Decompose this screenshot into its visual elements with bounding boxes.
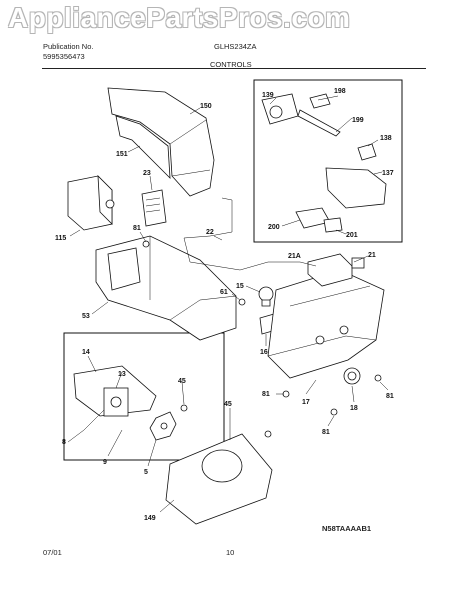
- damper-link-part: [297, 93, 341, 137]
- label-9: 9: [103, 459, 107, 466]
- label-45-b: 45: [224, 401, 232, 408]
- inset-box-bottom: [63, 332, 225, 461]
- fan-blade-part: [149, 411, 177, 441]
- fan-motor-part: [103, 387, 129, 417]
- label-61: 61: [220, 289, 228, 296]
- label-137: 137: [382, 170, 394, 177]
- fan-shroud-part: [165, 433, 273, 525]
- damper-door-part: [325, 167, 387, 209]
- label-21a: 21A: [288, 253, 301, 260]
- label-199: 199: [352, 117, 364, 124]
- label-16: 16: [260, 349, 268, 356]
- label-200: 200: [268, 224, 280, 231]
- label-17: 17: [302, 399, 310, 406]
- label-21: 21: [368, 252, 376, 259]
- label-139: 139: [262, 92, 274, 99]
- section-title: CONTROLS: [210, 60, 252, 69]
- label-201: 201: [346, 232, 358, 239]
- wire-harness-part: [183, 197, 300, 271]
- header-rule: [42, 68, 426, 69]
- label-81-c: 81: [322, 429, 330, 436]
- footer-date: 07/01: [43, 548, 62, 557]
- label-45-a: 45: [178, 378, 186, 385]
- switch-board-part: [141, 189, 167, 227]
- bracket-201-part: [323, 217, 343, 233]
- publication-label: Publication No.: [43, 42, 94, 51]
- label-5: 5: [144, 469, 148, 476]
- diagram-code: N58TAAAAB1: [322, 524, 372, 533]
- control-housing-part: [67, 174, 115, 231]
- damper-motor-part: [261, 93, 299, 125]
- footer-page-number: 10: [226, 548, 235, 557]
- label-15: 15: [236, 283, 244, 290]
- label-115: 115: [55, 235, 66, 242]
- light-bulb-part: [258, 286, 274, 307]
- inset-box-top: [253, 79, 403, 243]
- leader-lines: [67, 95, 389, 513]
- label-18: 18: [350, 405, 358, 412]
- publication-number: 5995356473: [43, 52, 85, 61]
- label-81-d: 81: [386, 393, 394, 400]
- label-150: 150: [200, 103, 212, 110]
- label-81-b: 81: [262, 391, 270, 398]
- label-198: 198: [334, 88, 346, 95]
- air-duct-part: [107, 87, 215, 197]
- label-53: 53: [82, 313, 90, 320]
- watermark-logo: AppliancePartsPros.com: [8, 2, 351, 33]
- label-81-a: 81: [133, 225, 141, 232]
- small-clip-part: [357, 143, 377, 161]
- label-22: 22: [206, 229, 214, 236]
- label-14: 14: [82, 349, 90, 356]
- label-23: 23: [143, 170, 151, 177]
- front-control-housing-part: [267, 269, 385, 379]
- knob-part: [343, 367, 361, 385]
- label-13: 13: [118, 371, 126, 378]
- label-138: 138: [380, 135, 392, 142]
- control-bracket-part: [95, 235, 237, 341]
- switch-part: [307, 253, 365, 287]
- label-149: 149: [144, 515, 156, 522]
- label-8: 8: [62, 439, 66, 446]
- model-number: GLHS234ZA: [214, 42, 257, 51]
- label-151: 151: [116, 151, 128, 158]
- screw-parts: [142, 240, 382, 438]
